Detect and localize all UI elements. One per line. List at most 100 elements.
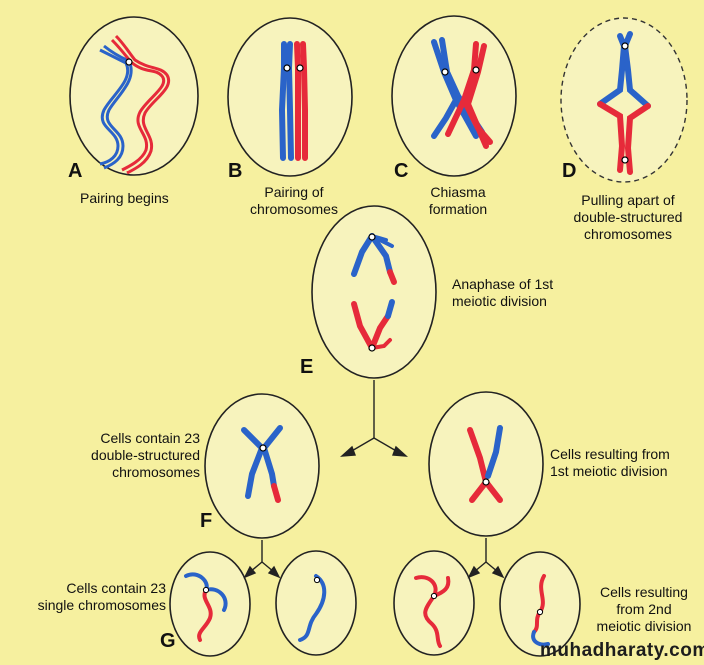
cell-e-upper-blue [351,233,375,277]
cell-g2 [275,550,357,656]
stage-letter-a: A [68,160,83,182]
stage-letter-f: F [200,510,213,532]
cell-b-centromere-1 [283,64,291,72]
cell-a-red-strand-2 [114,34,171,175]
cell-e-lower-red-1 [351,301,375,351]
cell-b-red-chromosome-2 [300,41,308,161]
cell-d-centromere-top [621,42,629,50]
cell-e-lower-tips [370,338,392,350]
cell-c [391,15,517,177]
cell-b-centromere-2 [296,64,304,72]
cell-d-red-bottom-2 [624,103,651,175]
cell-g1 [169,551,251,657]
watermark: muhadharaty.com [540,640,704,661]
caption-a: Pairing begins [80,190,169,207]
cell-e-centromere-top [368,233,376,241]
cell-f-left-blue-1 [241,427,266,499]
cell-b [227,17,353,177]
cell-c-centromere-2 [472,66,480,74]
cell-a-centromere [125,58,133,66]
cell-f-left-red [271,483,281,503]
caption-f2-line-2: 1st meiotic division [550,463,668,479]
caption-f-line-2: double-structured [91,447,200,463]
cell-e-lower-blue [385,299,395,319]
cell-g4-membrane [499,551,581,657]
cell-d-red-bottom-1 [597,101,626,173]
caption-g2-line-1: Cells resulting [600,584,688,600]
cell-g4-centromere [536,608,544,616]
cell-e-lower-red-2 [369,313,391,351]
caption-c: Chiasma formation [412,184,504,218]
arrow-e-left [349,437,375,453]
stage-letter-c: C [394,160,409,182]
caption-g-line-2: single chromosomes [37,597,166,613]
caption-g2-line-3: meiotic division [596,618,692,634]
caption-e-line-1: Anaphase of 1st [452,276,554,292]
cell-f-left-membrane [204,393,320,539]
cell-c-red-strand-1 [445,41,479,137]
cell-d-blue-top-1 [597,33,628,107]
cell-f-right-centromere [482,478,490,486]
cell-d-blue-top-2 [621,31,651,109]
cell-g1-red [197,588,213,642]
cell-f-left-blue-2 [260,425,283,489]
stage-letter-g: G [160,630,176,652]
arrow-f-right-a-head [467,565,481,579]
cell-g3-membrane [393,550,475,656]
cell-g4-blue [531,630,550,647]
arrow-e-right [373,437,399,453]
cell-e [311,205,437,379]
caption-f2: Cells resulting from 1st meiotic divisio… [550,446,670,480]
caption-g: Cells contain 23 single chromosomes [18,580,166,614]
cell-g2-blue [298,574,327,642]
cell-e-centromere-bottom [368,344,376,352]
caption-f: Cells contain 23 double-structured chrom… [60,430,200,481]
caption-f-line-3: chromosomes [112,464,200,480]
cell-f-right-membrane [428,391,544,537]
cell-c-centromere-1 [441,68,449,76]
cell-f-right-red-1 [467,427,490,503]
caption-b-line-1: Pairing of [264,184,324,200]
arrow-e-left-head [340,445,356,457]
arrow-e-right-head [392,445,408,457]
cell-b-red-chromosome [294,41,301,161]
stage-letter-d: D [562,160,577,182]
cell-c-red-strand-3 [463,101,493,145]
caption-g2: Cells resulting from 2nd meiotic divisio… [586,584,702,635]
arrow-f-left-b-head [267,565,281,579]
cell-g2-membrane [275,550,357,656]
cell-e-membrane [311,205,437,379]
cell-c-blue-strand-1 [431,39,479,139]
cell-d-membrane [560,17,688,183]
cell-f-left [204,393,320,539]
caption-f-line-1: Cells contain 23 [100,430,200,446]
cell-f-right [428,391,544,537]
cell-g3-red [414,575,442,648]
caption-a-line-1: Pairing begins [80,190,169,206]
cell-g4 [499,551,581,657]
cell-g1-centromere [202,586,210,594]
cell-f-right-blue [485,425,503,479]
caption-b: Pairing of chromosomes [238,184,350,218]
cell-f-right-red-2 [483,479,503,503]
caption-d-line-1: Pulling apart of [581,192,675,208]
arrow-f-right-b-head [491,565,505,579]
arrows [243,380,505,579]
cell-a [69,16,199,176]
cell-g2-centromere [313,576,321,584]
caption-d-line-2: double-structured [573,209,683,225]
cell-b-blue-chromosome [278,41,287,161]
caption-e: Anaphase of 1st meiotic division [452,276,553,310]
stage-letter-e: E [300,356,314,378]
caption-c-line-2: formation [428,201,488,217]
cell-g1-membrane [169,551,251,657]
cell-d [560,17,688,183]
caption-g-line-1: Cells contain 23 [66,580,166,596]
cell-f-left-centromere [259,444,267,452]
cell-d-centromere-bottom [621,156,629,164]
arrow-f-left-a-head [243,565,257,579]
caption-d: Pulling apart of double-structured chrom… [568,192,688,243]
caption-f2-line-1: Cells resulting from [550,446,670,462]
caption-d-line-3: chromosomes [584,226,672,242]
